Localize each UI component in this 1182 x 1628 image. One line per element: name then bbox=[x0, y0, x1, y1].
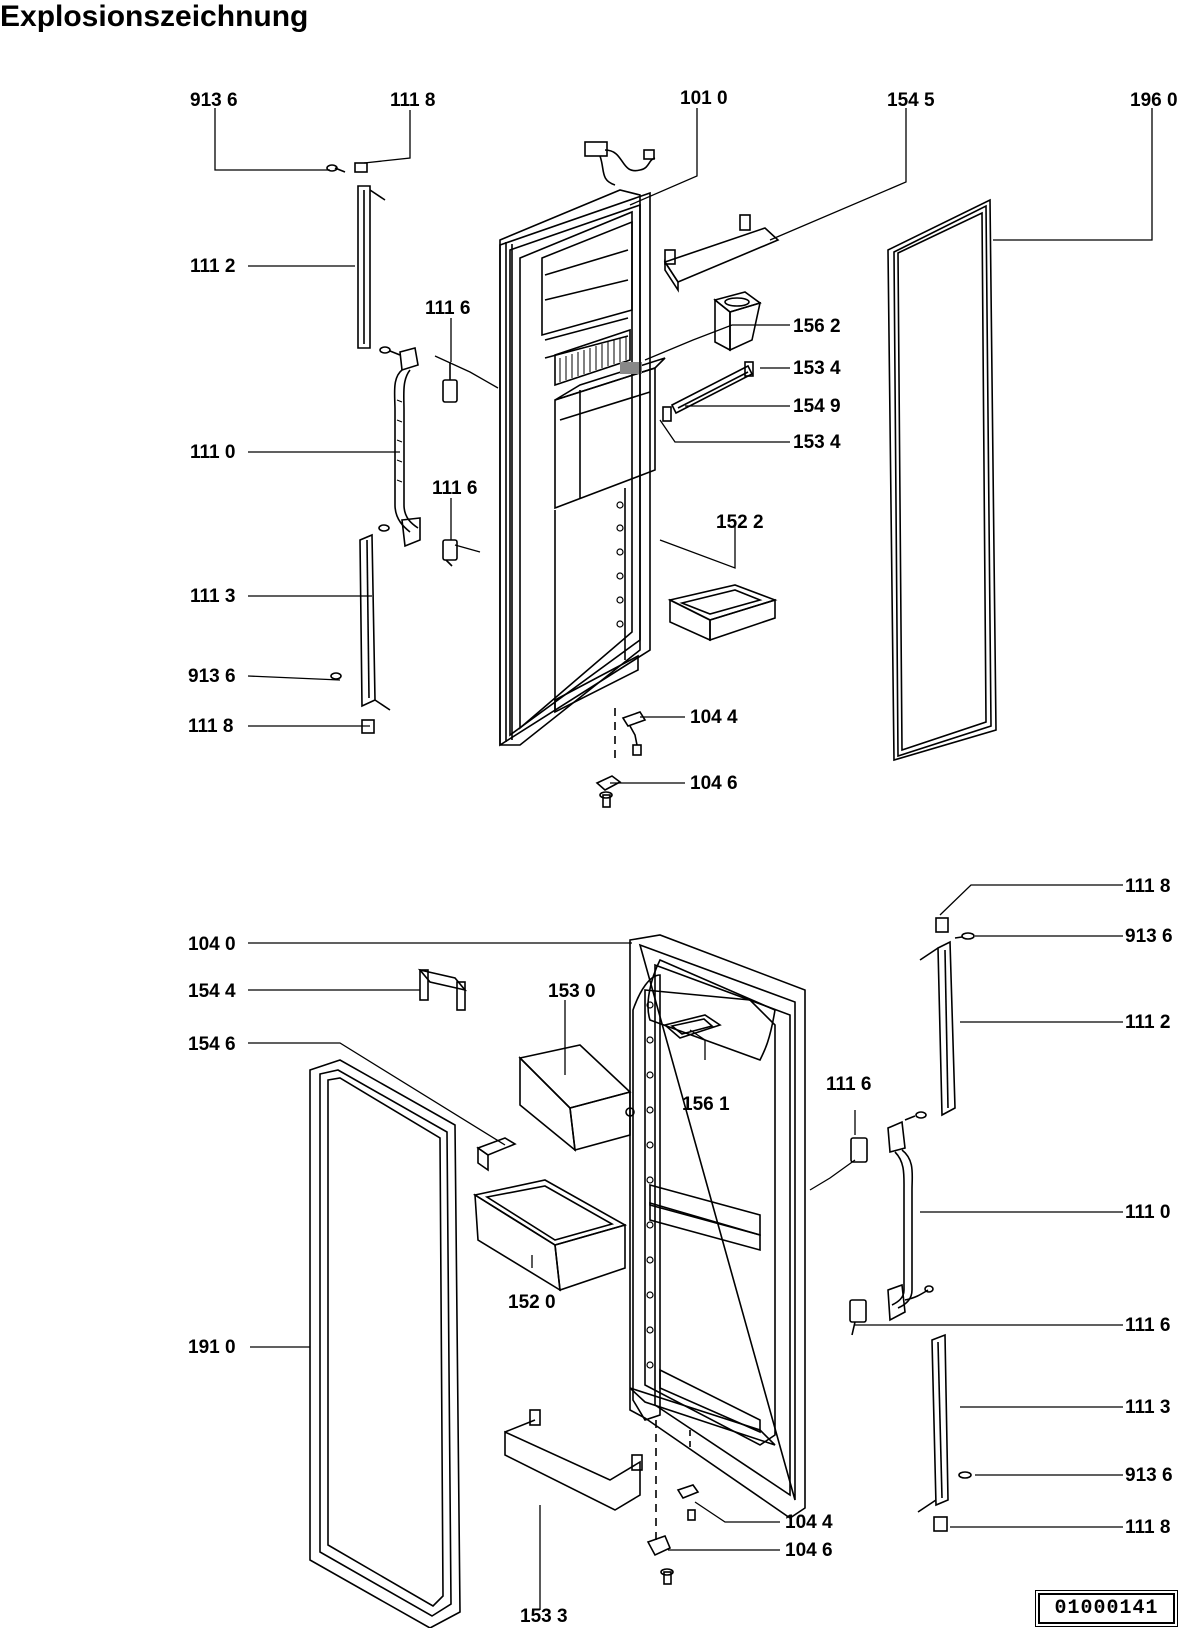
bottom-part-labels: 111 8 913 6 104 0 154 4 153 0 111 2 154 … bbox=[188, 876, 1173, 1627]
label-111-0-right: 111 0 bbox=[1125, 1202, 1170, 1223]
bottom-leader-lines bbox=[248, 884, 1123, 1610]
label-913-6-top: 913 6 bbox=[190, 90, 238, 111]
label-153-3: 153 3 bbox=[520, 1606, 568, 1627]
label-111-6-a-right: 111 6 bbox=[826, 1074, 871, 1095]
label-111-2-right: 111 2 bbox=[1125, 1012, 1170, 1033]
label-152-2: 152 2 bbox=[716, 512, 764, 533]
hinge-cover-lower bbox=[442, 539, 458, 567]
label-154-5: 154 5 bbox=[887, 90, 935, 111]
right-screw-top bbox=[954, 932, 975, 940]
end-cap-lower bbox=[361, 719, 375, 734]
door-gasket-top bbox=[887, 198, 997, 762]
top-leader-lines bbox=[214, 108, 1153, 784]
label-196-0: 196 0 bbox=[1130, 90, 1178, 111]
page-title: Explosionszeichnung bbox=[0, 0, 309, 33]
door-gasket-bottom bbox=[309, 1059, 461, 1628]
lower-hinge-bottom-drawing bbox=[646, 1420, 700, 1585]
freezer-door-frame bbox=[499, 189, 641, 746]
label-152-0: 152 0 bbox=[508, 1292, 556, 1313]
wiring-harness bbox=[584, 141, 656, 186]
label-111-6-b: 111 6 bbox=[432, 478, 477, 499]
label-104-4-bottom: 104 4 bbox=[785, 1512, 833, 1533]
label-111-8-top: 111 8 bbox=[390, 90, 435, 111]
liner-screw-holes bbox=[616, 501, 624, 628]
right-trim-strip-upper bbox=[919, 940, 956, 1117]
label-153-4-b: 153 4 bbox=[793, 432, 841, 453]
door-shelf-upper bbox=[663, 214, 780, 293]
clip-154-6 bbox=[476, 1137, 517, 1172]
dairy-compartment bbox=[518, 1044, 635, 1152]
door-shelf-lower bbox=[504, 1409, 643, 1511]
label-156-2: 156 2 bbox=[793, 316, 841, 337]
label-111-8-bottom: 111 8 bbox=[188, 716, 233, 737]
label-153-4-a: 153 4 bbox=[793, 358, 841, 379]
shelf-rail-assembly bbox=[662, 361, 754, 422]
label-154-9: 154 9 bbox=[793, 396, 841, 417]
label-913-6-top-right: 913 6 bbox=[1125, 926, 1173, 947]
lower-hinge-top-drawing bbox=[595, 708, 647, 808]
label-111-3: 111 3 bbox=[190, 586, 235, 607]
label-156-1: 156 1 bbox=[682, 1094, 730, 1115]
top-part-labels: 913 6 111 8 101 0 154 5 196 0 111 2 111 … bbox=[188, 88, 1178, 794]
label-154-6: 154 6 bbox=[188, 1034, 236, 1055]
right-hinge-cover-lower bbox=[849, 1299, 867, 1336]
fridge-door-liner bbox=[629, 958, 776, 1446]
document-code-box: 01000141 bbox=[1035, 1590, 1178, 1627]
label-101-0: 101 0 bbox=[680, 88, 728, 109]
bottom-exploded-drawing bbox=[248, 884, 1123, 1628]
label-111-6-a: 111 6 bbox=[425, 298, 470, 319]
hinge-cover-upper bbox=[442, 362, 458, 403]
handle-upper bbox=[378, 346, 421, 548]
label-913-6-bottom: 913 6 bbox=[188, 666, 236, 687]
label-111-8-bottom-right: 111 8 bbox=[1125, 1517, 1170, 1538]
label-104-4: 104 4 bbox=[690, 707, 738, 728]
right-end-cap-top bbox=[935, 917, 949, 933]
label-104-6-bottom: 104 6 bbox=[785, 1540, 833, 1561]
label-111-2: 111 2 bbox=[190, 256, 235, 277]
right-trim-strip-lower bbox=[917, 1333, 972, 1513]
label-191-0: 191 0 bbox=[188, 1337, 236, 1358]
label-111-6-b-right: 111 6 bbox=[1125, 1315, 1170, 1336]
door-bin-large bbox=[472, 1179, 628, 1292]
trim-strip-lower bbox=[330, 533, 391, 711]
label-104-0: 104 0 bbox=[188, 934, 236, 955]
right-end-cap-bottom bbox=[933, 1516, 948, 1532]
label-913-6-bottom-right: 913 6 bbox=[1125, 1465, 1173, 1486]
label-154-4: 154 4 bbox=[188, 981, 236, 1002]
left-handle-top-bracket bbox=[326, 162, 368, 173]
bracket-154-4 bbox=[417, 968, 468, 1011]
label-104-6: 104 6 bbox=[690, 773, 738, 794]
door-bin-upper bbox=[667, 584, 778, 642]
right-hinge-cover-upper bbox=[850, 1137, 868, 1163]
top-exploded-drawing bbox=[214, 108, 1153, 808]
right-handle bbox=[887, 1111, 934, 1322]
ice-chute bbox=[713, 291, 762, 352]
liner-screw-holes-bottom bbox=[646, 1001, 654, 1369]
label-111-0: 111 0 bbox=[190, 442, 235, 463]
label-111-3-right: 111 3 bbox=[1125, 1397, 1170, 1418]
trim-strip-upper bbox=[357, 185, 386, 349]
label-153-0: 153 0 bbox=[548, 981, 596, 1002]
label-111-8-top-right: 111 8 bbox=[1125, 876, 1170, 897]
